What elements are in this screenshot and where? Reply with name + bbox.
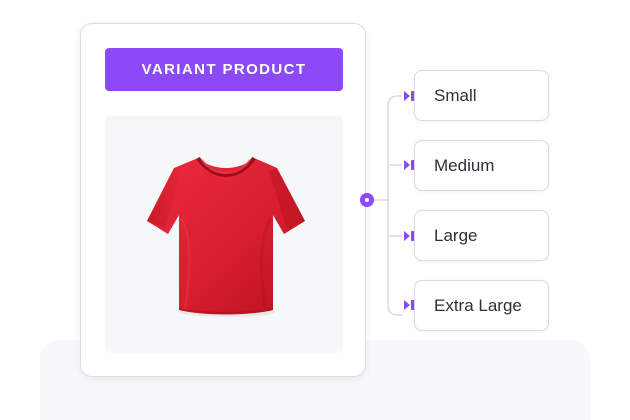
variant-option-label: Large: [434, 226, 478, 245]
variant-option-large[interactable]: Large: [414, 210, 549, 261]
variant-product-card: VARIANT PRODUCT: [80, 23, 366, 377]
connector-node: [360, 193, 374, 207]
t-shirt-icon: [147, 156, 305, 317]
variant-option-label: Medium: [434, 156, 495, 175]
product-image-frame: [105, 116, 343, 353]
variant-option-extra-large[interactable]: Extra Large: [414, 280, 549, 331]
variant-product-button[interactable]: VARIANT PRODUCT: [105, 48, 343, 91]
variant-option-label: Small: [434, 86, 477, 105]
variant-option-medium[interactable]: Medium: [414, 140, 549, 191]
variant-option-small[interactable]: Small: [414, 70, 549, 121]
connector-node-center: [365, 198, 369, 202]
variant-option-label: Extra Large: [434, 296, 522, 315]
